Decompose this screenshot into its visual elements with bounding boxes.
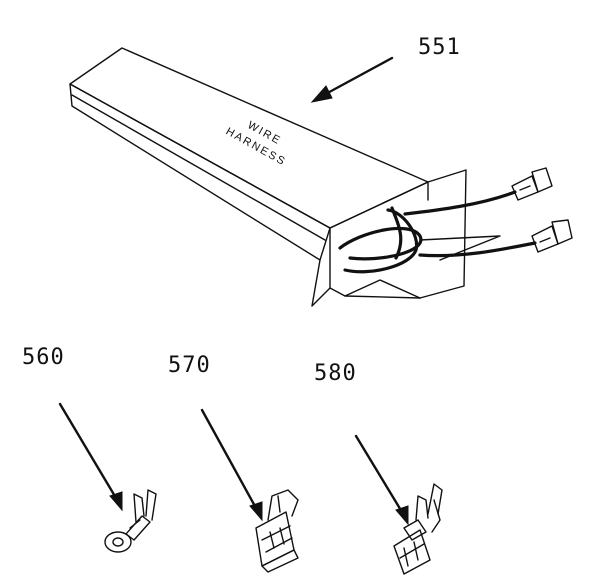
wire-lead-lower bbox=[418, 241, 537, 258]
wire-coil-2 bbox=[343, 208, 419, 274]
leader-arrow-570 bbox=[200, 408, 263, 522]
wire-coil-1 bbox=[338, 226, 423, 261]
leader-arrow-560 bbox=[58, 402, 123, 512]
ring-terminal-icon bbox=[104, 489, 157, 553]
callout-560: 560 bbox=[22, 345, 65, 370]
wire-lead-upper bbox=[403, 190, 517, 216]
leader-arrow-551 bbox=[310, 56, 394, 103]
wire-connector-lower bbox=[531, 219, 573, 253]
wire-harness-box: WIRE HARNESS bbox=[69, 47, 573, 307]
female-spade-terminal-icon bbox=[393, 483, 443, 575]
wire-connector-upper bbox=[511, 167, 553, 201]
box-end-flap bbox=[329, 169, 467, 299]
flag-terminal-icon bbox=[255, 489, 299, 573]
box-edge-line bbox=[71, 94, 326, 241]
callout-580: 580 bbox=[314, 361, 357, 386]
callout-570: 570 bbox=[168, 353, 211, 378]
box-front-face bbox=[69, 83, 331, 261]
wire-coil-3 bbox=[390, 206, 403, 260]
callout-551: 551 bbox=[418, 35, 461, 60]
box-opening-lip bbox=[344, 279, 421, 299]
leader-arrow-580 bbox=[354, 434, 409, 526]
box-bottom-flap bbox=[311, 259, 421, 307]
box-inner-flap bbox=[419, 235, 501, 261]
